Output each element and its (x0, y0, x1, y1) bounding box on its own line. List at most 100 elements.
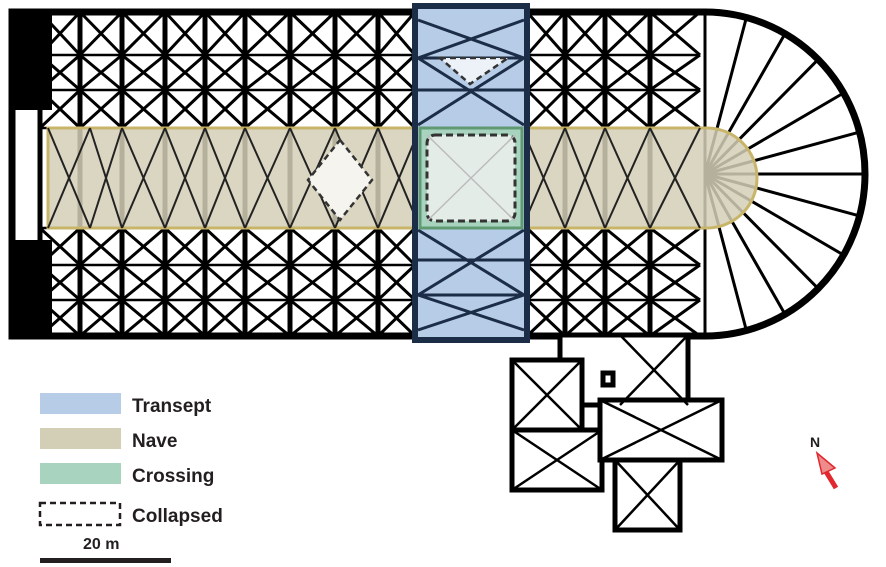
vault-rib (525, 53, 567, 92)
vault-rib (289, 53, 336, 92)
vault-rib (649, 10, 701, 57)
vault-rib (563, 10, 607, 57)
vault-rib (289, 263, 336, 302)
collapsed-nave-vault (306, 137, 374, 223)
vault-rib (163, 10, 207, 57)
vault-rib (649, 88, 701, 130)
vault-rib (649, 263, 701, 302)
vault-rib (204, 53, 246, 92)
vault-rib (604, 127, 651, 229)
vault-rib (376, 88, 417, 130)
vault-rib (244, 53, 291, 92)
legend-swatch-crossing (40, 463, 121, 484)
vault-rib (525, 263, 567, 302)
vault-rib (244, 226, 291, 267)
vault-rib (603, 10, 652, 57)
vault-rib (121, 53, 166, 92)
vault-rib (203, 298, 247, 338)
vault-rib (288, 10, 337, 57)
nave-area (46, 126, 759, 230)
vault-rib (203, 226, 247, 267)
vault-rib (564, 263, 606, 302)
vault-rib (376, 11, 417, 56)
legend-swatch-nave (40, 428, 121, 449)
north-arrow-icon (815, 450, 839, 490)
vault-rib (376, 226, 417, 267)
vault-rib (334, 88, 379, 130)
vault-rib (203, 88, 247, 130)
vault-rib (79, 53, 123, 92)
annex-ribs (511, 334, 723, 531)
vault-rib (121, 226, 166, 267)
vault-rib (203, 10, 247, 57)
legend-swatch-collapsed (38, 501, 122, 527)
vault-rib (564, 53, 606, 92)
facade-tower (12, 240, 52, 336)
vault-rib (334, 263, 379, 302)
vault-rib (204, 263, 246, 302)
facade-tower (12, 12, 52, 110)
scale-bar-label: 20 m (83, 536, 120, 553)
vault-rib (564, 127, 606, 229)
vault-rib (121, 127, 166, 229)
vault-rib (79, 226, 123, 267)
sacristy-annex (509, 332, 725, 533)
vault-rib (604, 298, 651, 338)
vault-rib (164, 263, 206, 302)
vault-rib (244, 298, 291, 338)
vault-rib (121, 88, 166, 130)
vault-rib (121, 298, 166, 338)
vault-rib (604, 53, 651, 92)
vault-rib (79, 263, 123, 302)
vault-rib (79, 298, 123, 338)
vault-rib (604, 263, 651, 302)
vault-rib (649, 53, 701, 92)
vault-rib (334, 298, 379, 338)
vault-rib (333, 10, 380, 57)
legend-label-collapsed: Collapsed (132, 506, 223, 527)
vault-rib (334, 53, 379, 92)
legend-label-nave: Nave (132, 431, 178, 452)
vault-rib (525, 88, 567, 130)
vault-rib (376, 298, 417, 338)
legend-label-transept: Transept (132, 396, 212, 417)
vault-rib (78, 88, 124, 130)
vault-rib (563, 226, 607, 267)
vault-rib (38, 88, 82, 130)
vault-rib (47, 127, 91, 229)
vault-rib (289, 298, 336, 338)
vault-rib (604, 226, 651, 267)
vault-rib (204, 127, 246, 229)
vault-rib (525, 226, 567, 267)
vault-rib (525, 11, 567, 56)
vault-rib (563, 88, 607, 130)
vault-rib (525, 298, 567, 338)
vault-rib (164, 127, 206, 229)
vault-rib (244, 127, 291, 229)
vault-rib (163, 298, 207, 338)
vault-rib (649, 298, 701, 338)
cathedral-plan (8, 3, 869, 533)
scale-bar (40, 558, 171, 563)
vault-rib (563, 298, 607, 338)
vault-rib (289, 226, 336, 267)
vault-rib (120, 10, 167, 57)
vault-rib (89, 127, 123, 229)
vault-rib (244, 88, 291, 130)
vault-rib (604, 88, 651, 130)
vault-rib (376, 263, 417, 302)
vault-rib (376, 53, 417, 92)
vault-rib (243, 10, 292, 57)
collapsed-transept-vault (436, 56, 513, 86)
vault-rib (649, 226, 701, 267)
vault-rib (244, 263, 291, 302)
legend-swatch-transept (40, 393, 121, 414)
vault-rib (78, 10, 124, 57)
vault-rib (649, 127, 701, 229)
vault-rib (163, 88, 207, 130)
vault-rib (334, 226, 379, 267)
vault-rib (121, 263, 166, 302)
vault-rib (289, 88, 336, 130)
vault-rib (163, 226, 207, 267)
